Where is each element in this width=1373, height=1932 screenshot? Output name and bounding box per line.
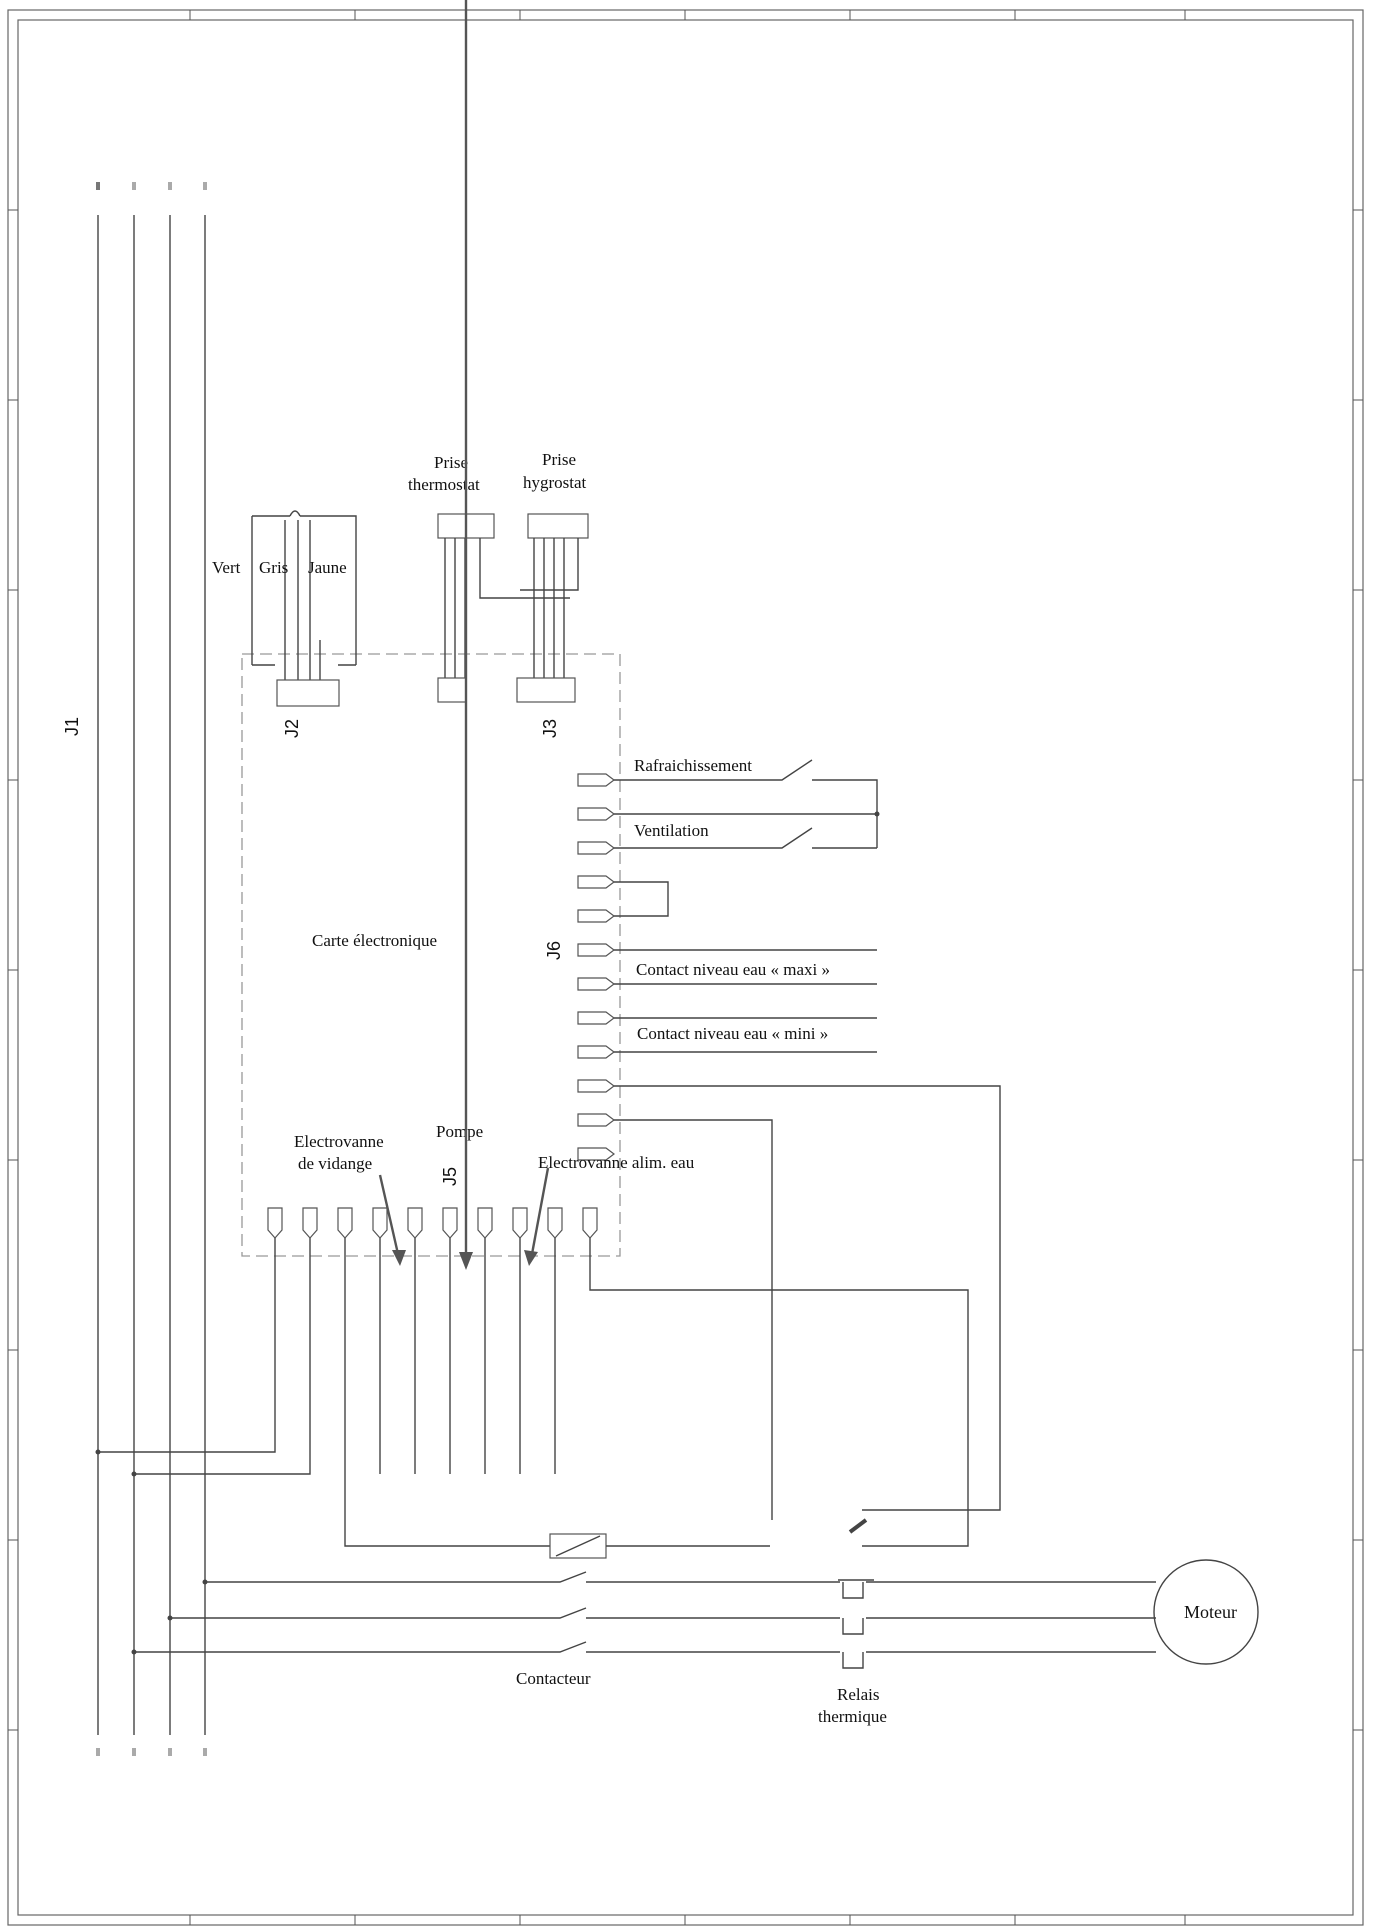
gris-label: Gris — [259, 558, 288, 577]
j6-label: J6 — [544, 941, 564, 960]
prise-hygrostat-label-2: hygrostat — [523, 473, 587, 492]
prise-thermostat-label-2: thermostat — [408, 475, 480, 494]
power-circuit — [95, 1449, 1156, 1669]
drawing-frame — [7, 9, 1364, 1926]
contact-mini-label: Contact niveau eau « mini » — [637, 1024, 828, 1043]
relais-label-2: thermique — [818, 1707, 887, 1726]
carte-electronique-label: Carte électronique — [312, 931, 437, 950]
j5-label: J5 — [440, 1167, 460, 1186]
j6-connector — [577, 759, 1001, 1520]
prise-hygrostat-label-1: Prise — [542, 450, 576, 469]
rafraichissement-label: Rafraichissement — [634, 756, 752, 775]
j2-label: J2 — [282, 719, 302, 738]
j5-connector — [98, 1207, 969, 1547]
motor — [1153, 1559, 1259, 1665]
j3-label: J3 — [540, 719, 560, 738]
prise-thermostat-label-1: Prise — [434, 453, 468, 472]
j2-connector — [251, 510, 357, 707]
relais-label-1: Relais — [837, 1685, 880, 1704]
pointer-arrows — [378, 0, 550, 1270]
contact-maxi-label: Contact niveau eau « maxi » — [636, 960, 830, 979]
contactor-coil — [549, 1533, 770, 1559]
prise-thermostat — [437, 513, 570, 703]
contacteur-label: Contacteur — [516, 1669, 591, 1688]
j1-label: J1 — [62, 717, 82, 736]
j1-bus — [96, 182, 207, 1756]
electrovanne-vidange-label-1: Electrovanne — [294, 1132, 384, 1151]
ventilation-label: Ventilation — [634, 821, 709, 840]
electrovanne-alim-label: Electrovanne alim. eau — [538, 1153, 695, 1172]
electrovanne-vidange-label-2: de vidange — [298, 1154, 372, 1173]
electronic-board-outline — [241, 653, 621, 1257]
jaune-label: Jaune — [308, 558, 347, 577]
moteur-label: Moteur — [1184, 1602, 1237, 1622]
prise-hygrostat — [516, 513, 589, 703]
vert-label: Vert — [212, 558, 241, 577]
pompe-label: Pompe — [436, 1122, 483, 1141]
